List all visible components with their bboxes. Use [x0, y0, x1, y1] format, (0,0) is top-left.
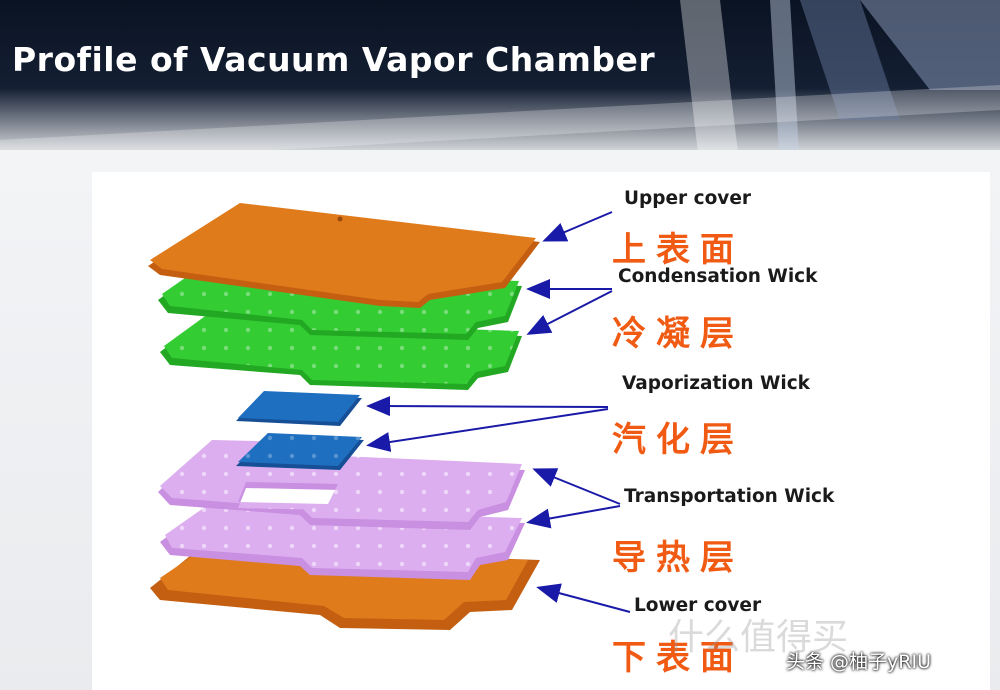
vaporization-wick-upper [236, 391, 362, 426]
label-transportation-wick: Transportation Wick [624, 486, 835, 507]
arrow-condensation [526, 279, 613, 335]
label-upper-cover-zh: 上表面 [612, 230, 744, 270]
label-lower-cover: Lower cover [634, 595, 762, 616]
vaporization-wick-lower [236, 433, 364, 470]
label-vaporization-wick-zh: 汽化层 [612, 420, 744, 460]
credit-text: 头条 @柚子yRIU [786, 651, 931, 673]
header-band [0, 0, 1000, 160]
label-lower-cover-zh: 下表面 [612, 638, 744, 678]
arrow-transportation [526, 468, 621, 529]
arrow-lower-cover [536, 583, 631, 613]
label-transportation-wick-zh: 导热层 [612, 538, 744, 578]
watermark: 什么值得买 [668, 617, 849, 658]
arrow-upper-cover [542, 211, 613, 242]
label-upper-cover: Upper cover [624, 188, 752, 209]
label-condensation-wick-zh: 冷凝层 [612, 314, 744, 354]
header-decoration [0, 0, 1000, 170]
arrow-vaporization [366, 396, 609, 452]
label-condensation-wick: Condensation Wick [618, 266, 818, 287]
label-vaporization-wick: Vaporization Wick [622, 373, 810, 394]
upper-cover-plate [148, 203, 540, 308]
slide-title: Profile of Vacuum Vapor Chamber [12, 40, 656, 79]
